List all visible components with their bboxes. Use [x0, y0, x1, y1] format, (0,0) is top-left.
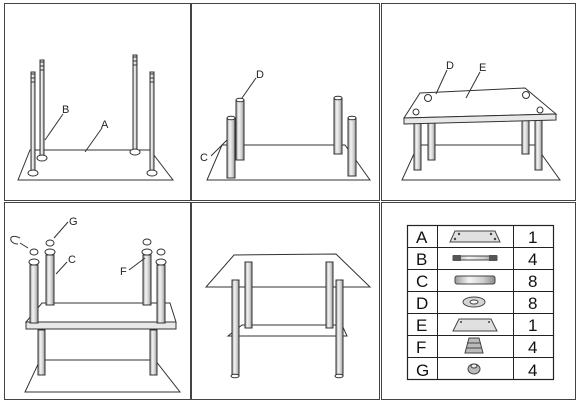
label-A: A	[101, 119, 109, 131]
part-qty: 4	[528, 361, 537, 380]
label-G: G	[69, 216, 78, 228]
threaded-rod-icon	[452, 255, 498, 261]
panel-step-2: D C	[200, 69, 371, 181]
part-letter: D	[416, 294, 428, 313]
part-qty: 1	[528, 228, 537, 247]
table-row: D 8	[416, 294, 537, 313]
table-row: C 8	[416, 272, 537, 291]
part-letter: C	[416, 272, 428, 291]
part-letter: F	[416, 338, 426, 357]
part-qty: 8	[528, 294, 537, 313]
table-row: E 1	[416, 316, 537, 335]
label-D: D	[446, 60, 454, 72]
cone-foot-icon	[464, 337, 484, 354]
part-letter: B	[416, 250, 427, 269]
top-board-e	[403, 87, 558, 119]
panel-step-3: D E	[401, 60, 561, 181]
glass-plate	[206, 144, 371, 181]
part-letter: A	[416, 228, 428, 247]
label-B: B	[62, 104, 69, 116]
bracket-plate-icon	[452, 318, 498, 332]
caps-f-g	[28, 238, 167, 266]
glass-top-plate-icon	[449, 230, 501, 243]
table-row: A 1	[416, 228, 537, 247]
table-row: G 4	[416, 361, 537, 380]
part-letter: E	[416, 316, 427, 335]
washer-icon	[462, 296, 486, 308]
panel-grid	[4, 3, 576, 400]
label-F: F	[120, 266, 127, 278]
table-row: F 4	[416, 337, 537, 357]
panel-step-1: B A	[17, 54, 175, 181]
panel-step-5	[204, 253, 372, 379]
label-D: D	[256, 69, 264, 81]
part-qty: 4	[528, 338, 537, 357]
glass-plate-a	[17, 149, 175, 181]
part-qty: 8	[528, 272, 537, 291]
parts-table: A 1 B 4 C 8 D	[406, 224, 555, 381]
label-E: E	[479, 62, 486, 74]
leg-tube-icon	[454, 275, 496, 285]
part-qty: 4	[528, 250, 537, 269]
label-C: C	[200, 152, 208, 164]
part-qty: 1	[528, 316, 537, 335]
glass-top	[204, 253, 372, 288]
label-C: C	[68, 254, 76, 266]
table-row: B 4	[416, 250, 537, 269]
shelf-board	[24, 302, 177, 323]
cap-nut-icon	[467, 363, 481, 375]
part-letter: G	[416, 361, 429, 380]
panel-step-4: G C F	[10, 216, 182, 393]
